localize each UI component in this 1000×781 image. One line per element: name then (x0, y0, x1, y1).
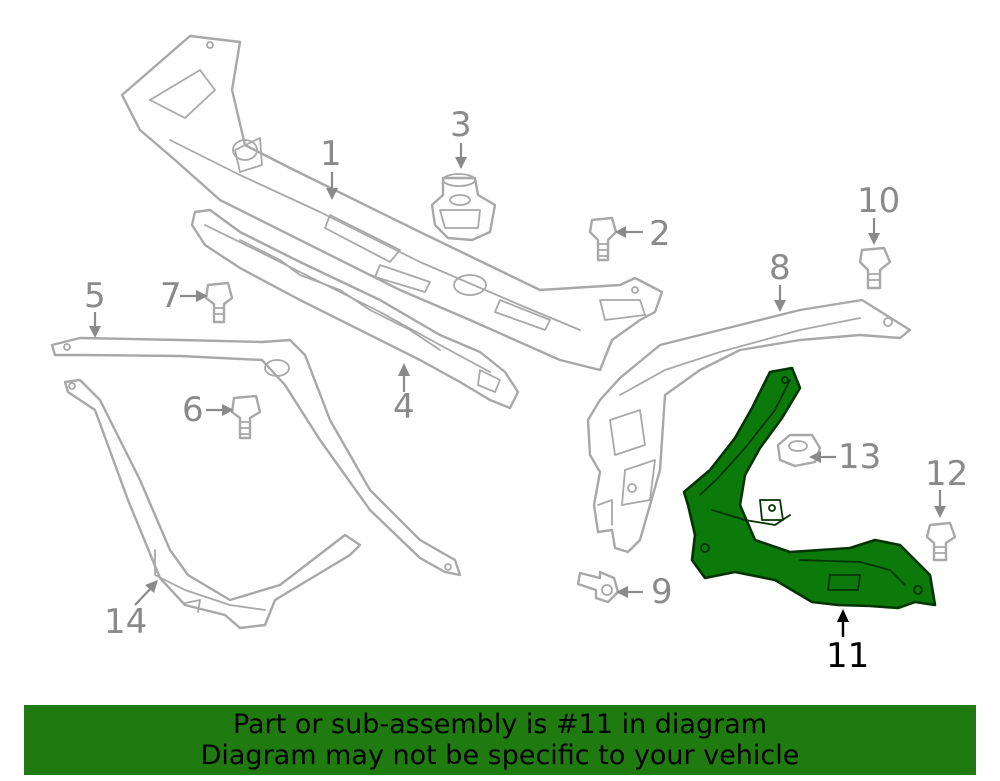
part-5-brace[interactable] (50, 336, 462, 577)
part-9-bolt[interactable] (576, 570, 620, 604)
disclaimer-banner: Part or sub-assembly is #11 in diagram D… (24, 705, 976, 775)
banner-line-part: Part or sub-assembly is #11 in diagram (232, 709, 768, 740)
part-12-bolt[interactable] (925, 521, 957, 562)
part-10-bolt[interactable] (858, 246, 892, 290)
part-8-side-bracket[interactable] (586, 298, 912, 554)
callout-2: 2 (649, 214, 671, 254)
part-14-lower-brace[interactable] (63, 378, 362, 630)
callout-13: 13 (838, 437, 881, 477)
part-7-bolt[interactable] (204, 281, 234, 324)
part-1-upper-tie-bar[interactable] (120, 34, 664, 372)
part-6-bolt[interactable] (230, 394, 262, 440)
callout-1: 1 (320, 134, 342, 174)
callout-7: 7 (160, 276, 182, 316)
callout-4: 4 (393, 387, 415, 427)
callout-8: 8 (769, 248, 791, 288)
part-11-bracket-highlighted[interactable] (682, 366, 937, 610)
callout-14: 14 (104, 602, 147, 642)
callout-11: 11 (826, 636, 869, 676)
callout-6: 6 (182, 390, 204, 430)
leader-lines (89, 143, 946, 637)
banner-line-disclaimer: Diagram may not be specific to your vehi… (200, 740, 800, 771)
callout-labels: 1 2 3 4 5 6 7 8 9 10 11 12 13 14 (84, 105, 968, 676)
part-3-mount[interactable] (430, 173, 497, 242)
callout-5: 5 (84, 276, 106, 316)
part-4-lower-tie-bar[interactable] (190, 208, 520, 410)
parts-diagram: 1 2 3 4 5 6 7 8 9 10 11 12 13 14 (50, 34, 968, 676)
part-13-nut[interactable] (776, 433, 822, 468)
callout-12: 12 (925, 454, 968, 494)
part-2-bolt[interactable] (588, 216, 618, 262)
callout-3: 3 (450, 105, 472, 145)
callout-10: 10 (857, 181, 900, 221)
callout-9: 9 (651, 572, 673, 612)
